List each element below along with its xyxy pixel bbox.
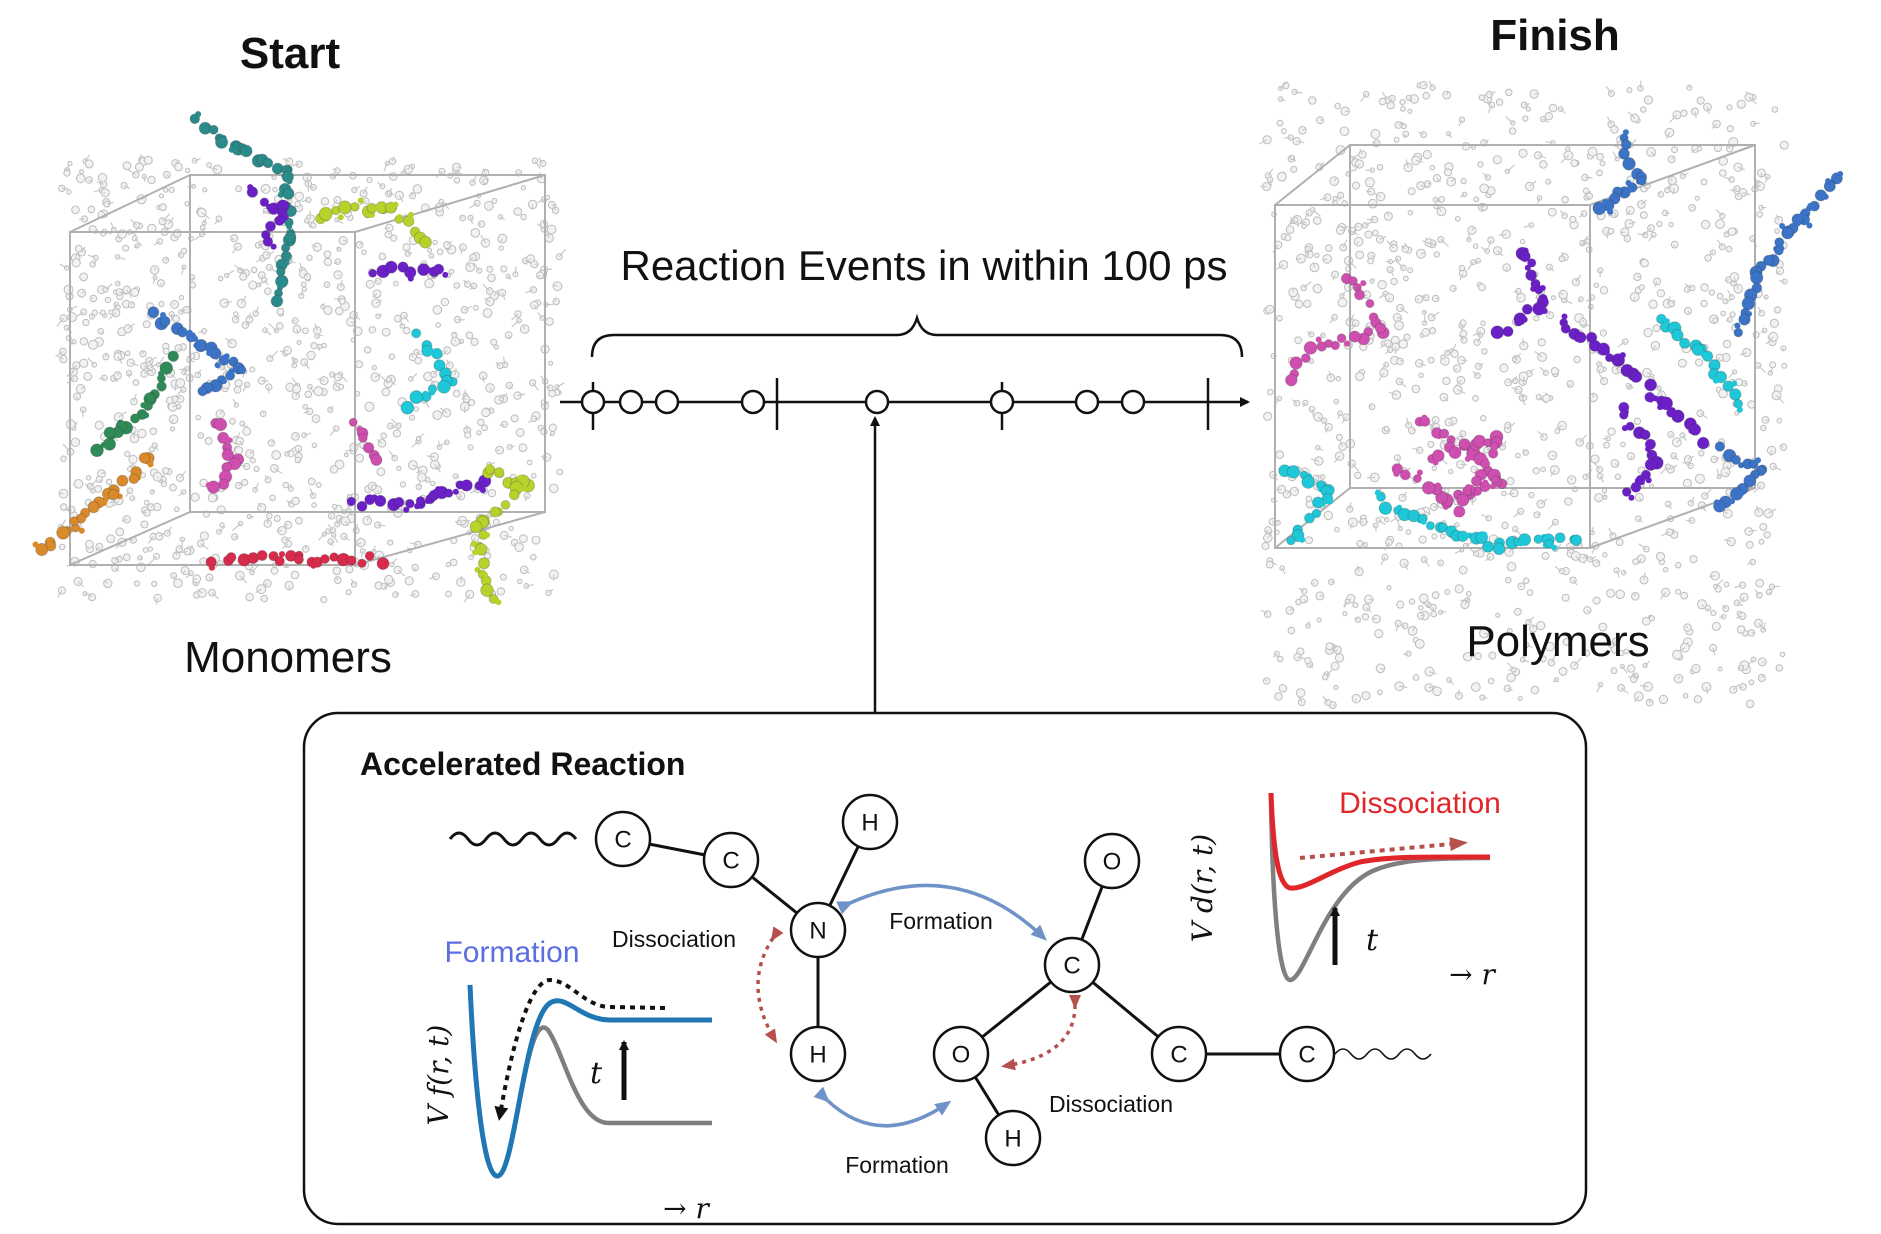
- time-symbol-dissociation: t: [1366, 923, 1379, 958]
- svg-text:H: H: [861, 810, 878, 837]
- polymer-chain: [1592, 129, 1648, 216]
- formation-label-bottom: Formation: [845, 1152, 949, 1178]
- formation-label-top: Formation: [889, 908, 993, 934]
- polymer-chain: [1733, 171, 1844, 338]
- monomer-background-atoms: [55, 153, 566, 605]
- timeline-brace: [590, 313, 1244, 358]
- formation-blue-curve: [467, 984, 712, 1179]
- svg-text:C: C: [614, 827, 631, 854]
- monomer-chain: [189, 111, 297, 308]
- time-symbol-formation: t: [590, 1056, 603, 1091]
- atom-nitrogen: N: [789, 901, 847, 959]
- atom-hydrogen: H: [984, 1109, 1042, 1167]
- svg-text:C: C: [1170, 1042, 1187, 1069]
- atom-carbon: C: [594, 810, 652, 868]
- formation-curve-title: Formation: [444, 936, 579, 969]
- atom-carbon: C: [1043, 936, 1101, 994]
- polymers-label: Polymers: [1466, 617, 1649, 666]
- vf-axis-label: V f(r, t): [422, 1025, 455, 1126]
- finish-box-wireframe: [1274, 144, 1756, 549]
- monomer-chain: [246, 184, 290, 250]
- svg-text:N: N: [809, 918, 826, 945]
- formation-path-dotted: [494, 977, 666, 1121]
- dissociation-label-left: Dissociation: [612, 926, 736, 952]
- formation-arrow-h-o: [813, 1086, 952, 1128]
- monomer-chain: [346, 474, 492, 513]
- dissociation-curve-title: Dissociation: [1339, 787, 1501, 820]
- dissociation-label-right: Dissociation: [1049, 1091, 1173, 1117]
- atom-carbon: C: [1278, 1025, 1336, 1083]
- polymer-chain: [1285, 272, 1390, 387]
- reaction-event-markers: [580, 389, 1146, 415]
- start-simulation-box: [32, 111, 566, 606]
- polymer-chains: [1278, 129, 1844, 556]
- svg-text:H: H: [809, 1042, 826, 1069]
- svg-text:C: C: [722, 848, 739, 875]
- monomer-chain: [32, 451, 155, 557]
- vd-axis-label: V d(r, t): [1186, 834, 1219, 942]
- dissociation-arrow-c-o: [1001, 994, 1082, 1071]
- atom-hydrogen: H: [841, 793, 899, 851]
- dissociation-gray-curve: [1268, 792, 1491, 983]
- polymer-background-atoms: [1259, 80, 1789, 709]
- monomer-chain: [205, 549, 390, 571]
- formation-arrow-n-c: [836, 883, 1047, 941]
- monomer-chain: [368, 260, 449, 282]
- atom-hydrogen: H: [789, 1025, 847, 1083]
- monomers-label: Monomers: [184, 633, 392, 682]
- polymer-chain: [1618, 401, 1664, 501]
- atom-carbon: C: [1150, 1025, 1208, 1083]
- timeline-ticks: [591, 378, 1210, 430]
- monomer-chain: [315, 197, 432, 249]
- svg-text:C: C: [1063, 953, 1080, 980]
- r-axis-label-formation: → r: [663, 1192, 710, 1225]
- polymer-chain: [1427, 429, 1504, 518]
- polymer-chain: [1374, 489, 1583, 556]
- atom-oxygen: O: [932, 1025, 990, 1083]
- dissociation-potential-plot: Dissociation t V d(r, t) → r: [1186, 787, 1501, 991]
- polymer-chain: [1278, 464, 1335, 546]
- molecule-atoms: C C N H H C O O H C C: [594, 793, 1336, 1167]
- timeline-title: Reaction Events in within 100 ps: [620, 242, 1227, 289]
- svg-text:C: C: [1298, 1042, 1315, 1069]
- monomer-chains: [32, 111, 535, 606]
- monomer-chain: [205, 417, 245, 494]
- svg-text:O: O: [952, 1042, 971, 1069]
- monomer-chain: [348, 417, 383, 466]
- monomer-chain: [469, 464, 535, 606]
- svg-text:O: O: [1103, 849, 1122, 876]
- start-box-wireframe: [69, 174, 546, 566]
- atom-carbon: C: [702, 831, 760, 889]
- monomer-chain: [147, 306, 247, 397]
- atom-oxygen: O: [1083, 832, 1141, 890]
- svg-text:H: H: [1004, 1126, 1021, 1153]
- start-title: Start: [240, 29, 341, 78]
- polymer-chain: [1559, 313, 1710, 450]
- inset-title: Accelerated Reaction: [360, 746, 685, 782]
- dissociation-arrow-n-h: [756, 926, 784, 1044]
- r-axis-label-dissociation: → r: [1449, 958, 1496, 991]
- monomer-chain: [400, 328, 458, 415]
- dissociation-path-dotted: [1299, 837, 1468, 860]
- monomer-chain: [90, 350, 180, 458]
- finish-title: Finish: [1490, 11, 1620, 60]
- finish-simulation-box: [1259, 80, 1844, 709]
- polymer-chain: [1713, 441, 1768, 513]
- dissociation-red-curve: [1268, 792, 1491, 891]
- polymer-chain: [1490, 246, 1550, 340]
- polymer-chain: [1656, 313, 1744, 413]
- formation-potential-plot: Formation t V f(r, t) → r: [422, 936, 712, 1225]
